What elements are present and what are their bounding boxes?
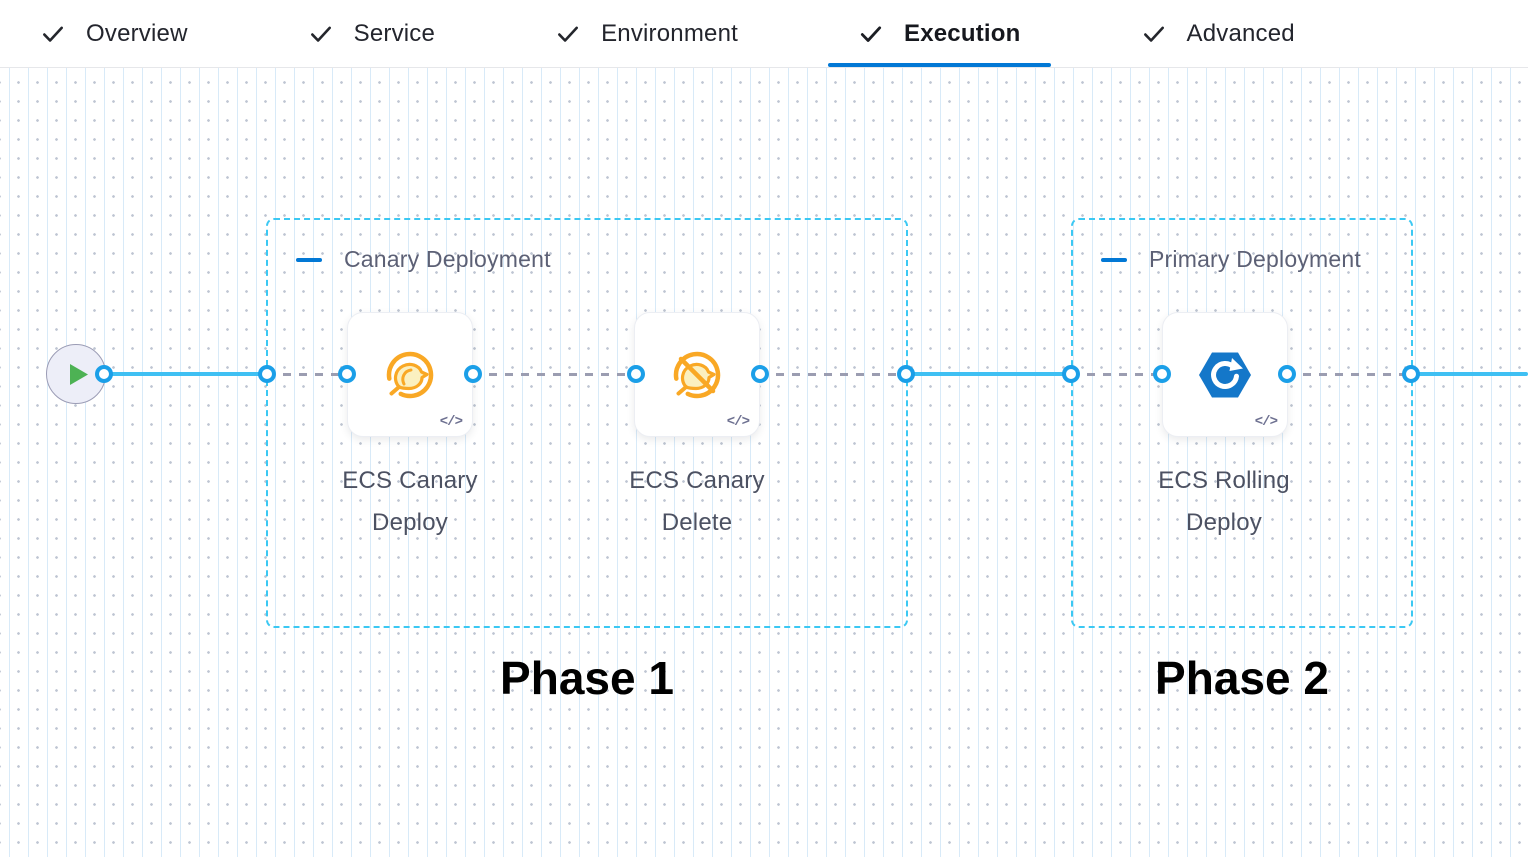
connector-port[interactable]	[258, 365, 276, 383]
play-icon	[69, 363, 88, 385]
connector-port[interactable]	[464, 365, 482, 383]
canary-deploy-icon	[386, 351, 434, 398]
connector-port[interactable]	[1402, 365, 1420, 383]
step-ecs-canary-delete[interactable]: </>	[634, 312, 760, 437]
group-header: Primary Deployment	[1073, 220, 1411, 273]
check-icon	[558, 26, 579, 42]
tab-label: Advanced	[1186, 19, 1295, 47]
code-view-badge: </>	[1254, 414, 1278, 430]
ecs-rolling-deploy-icon	[1199, 352, 1251, 397]
connector-port[interactable]	[751, 365, 769, 383]
connector-port[interactable]	[1062, 365, 1080, 383]
phase-2-annotation: Phase 2	[1155, 652, 1329, 704]
connector-line-dashed	[760, 373, 906, 376]
check-icon	[43, 26, 63, 42]
connector-line-solid	[1411, 372, 1528, 376]
connector-port[interactable]	[1278, 365, 1296, 383]
tab-advanced[interactable]: Advanced	[1141, 0, 1295, 67]
connector-port[interactable]	[627, 365, 645, 383]
tab-label: Overview	[86, 19, 188, 47]
check-icon	[860, 25, 882, 42]
collapse-minus-icon[interactable]	[296, 257, 322, 262]
connector-line-solid	[104, 372, 267, 376]
step-label: ECS Canary Deploy	[342, 467, 478, 536]
step-ecs-rolling-deploy[interactable]: </>	[1162, 312, 1288, 437]
step-label: ECS Rolling Deploy	[1158, 467, 1290, 536]
collapse-minus-icon[interactable]	[1101, 257, 1127, 262]
connector-port[interactable]	[338, 365, 356, 383]
step-label: ECS Canary Delete	[629, 467, 765, 536]
connector-port[interactable]	[95, 365, 113, 383]
tab-label: Environment	[601, 19, 738, 47]
group-header: Canary Deployment	[268, 220, 906, 273]
stage-group-primary-deployment: Primary Deployment	[1071, 218, 1413, 628]
tab-service[interactable]: Service	[308, 0, 435, 67]
code-view-badge: </>	[439, 414, 463, 430]
step-ecs-canary-deploy[interactable]: </>	[347, 312, 473, 437]
tab-environment[interactable]: Environment	[555, 0, 738, 67]
tab-execution[interactable]: Execution	[828, 0, 1050, 67]
connector-line-solid	[906, 372, 1071, 376]
check-icon	[1143, 26, 1164, 42]
group-title: Canary Deployment	[344, 246, 551, 272]
group-title: Primary Deployment	[1149, 246, 1361, 272]
stage-group-canary-deployment: Canary Deployment	[266, 218, 908, 628]
code-view-badge: </>	[726, 414, 750, 430]
tab-label: Service	[353, 19, 436, 47]
connector-line-dashed	[1071, 373, 1162, 376]
check-icon	[310, 26, 331, 42]
tab-overview[interactable]: Overview	[40, 0, 188, 67]
pipeline-canvas[interactable]: Canary Deployment Primary Deployment	[0, 68, 1528, 857]
canary-delete-icon	[673, 351, 721, 398]
connector-line-dashed	[1287, 373, 1411, 376]
connector-line-dashed	[267, 373, 347, 376]
phase-1-annotation: Phase 1	[500, 652, 674, 704]
tab-label: Execution	[904, 19, 1021, 47]
wizard-tab-bar: Overview Service Environment Execution A…	[0, 0, 1528, 68]
connector-line-dashed	[473, 373, 636, 376]
connector-port[interactable]	[1153, 365, 1171, 383]
connector-port[interactable]	[897, 365, 915, 383]
